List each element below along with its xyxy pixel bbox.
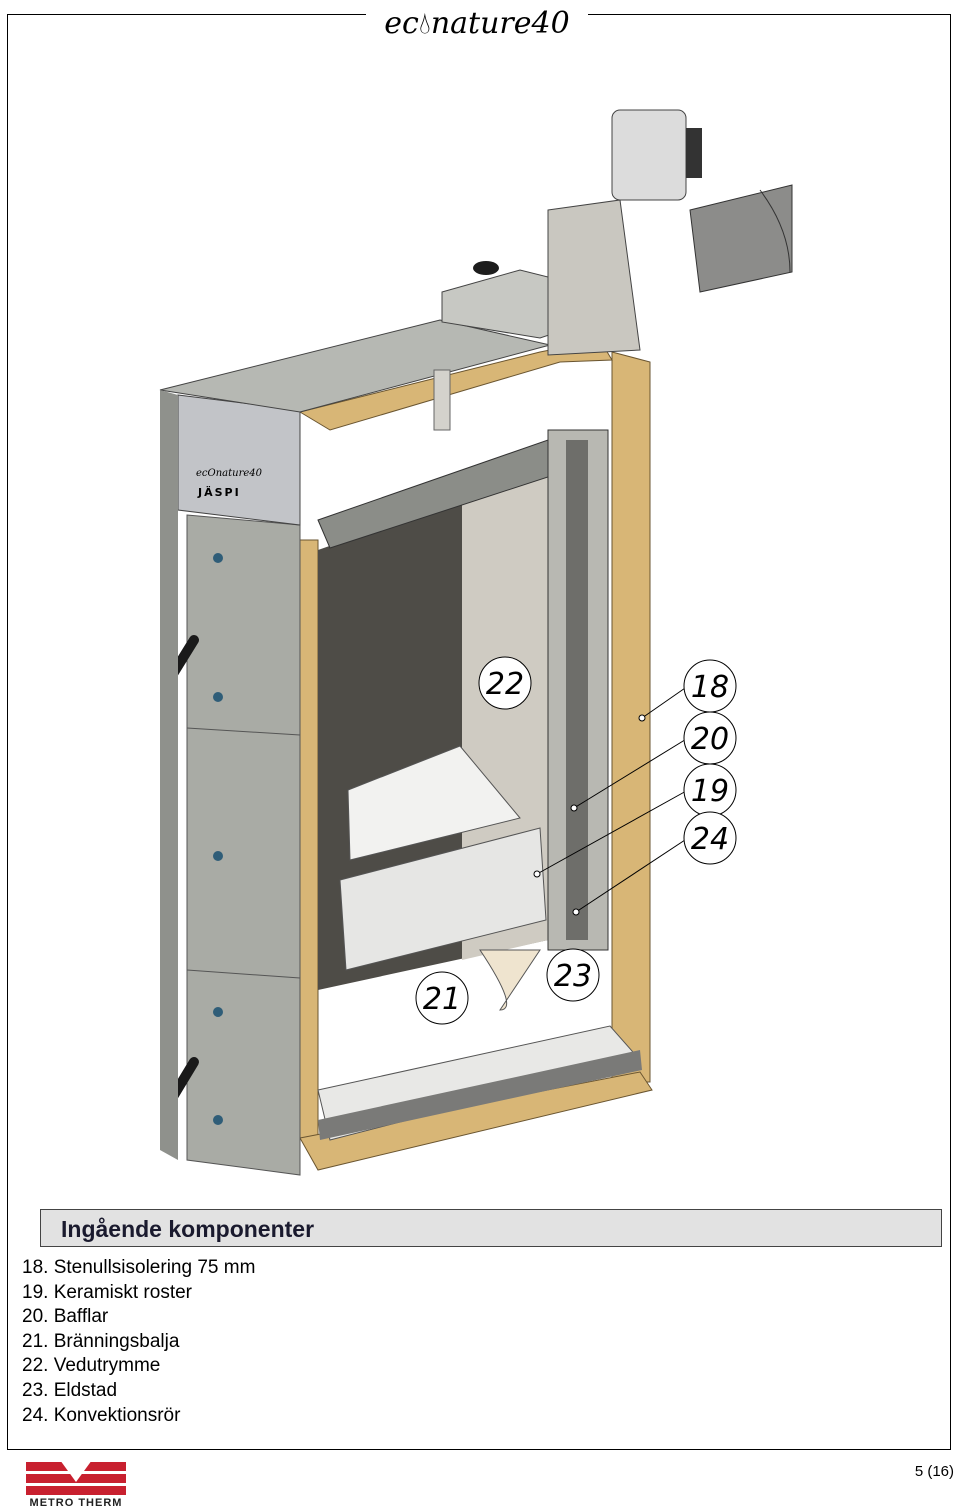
callout-23: 23	[554, 959, 592, 994]
boiler-cutaway-illustration: ecOnature40 JÄSPI 22 18 20 19 24 21 23	[159, 109, 793, 1176]
callout-24: 24	[691, 822, 729, 857]
callout-21: 21	[423, 982, 461, 1017]
list-item: 19. Keramiskt roster	[22, 1281, 192, 1303]
callout-group: 22 18 20 19 24 21 23	[415, 656, 737, 1025]
list-item: 21. Bränningsbalja	[22, 1330, 180, 1352]
panel-brand-label: ecOnature40	[196, 468, 263, 479]
callout-18: 18	[691, 670, 729, 705]
flame-icon: 💧︎	[418, 6, 431, 41]
logo-text: METRO THERM	[29, 1497, 123, 1509]
list-item: 23. Eldstad	[22, 1379, 118, 1401]
metro-therm-emblem-icon	[26, 1460, 126, 1495]
list-item: 18. Stenullsisolering 75 mm	[22, 1257, 256, 1278]
parts-header: Ingående komponenter	[40, 1209, 942, 1247]
brand-logo: ec💧︎nature40	[366, 4, 588, 44]
metro-therm-logo: METRO THERM	[26, 1460, 126, 1510]
list-item: 24. Konvektionsrör	[22, 1404, 181, 1426]
callout-19: 19	[691, 774, 729, 809]
list-item: 20. Bafflar	[22, 1306, 109, 1328]
panel-maker-label: JÄSPI	[197, 485, 241, 499]
parts-list: 18. Stenullsisolering 75 mm 19. Keramisk…	[22, 1256, 255, 1428]
callout-22: 22	[486, 667, 524, 702]
page-number: 5 (16)	[914, 1463, 954, 1480]
callout-20: 20	[691, 722, 729, 757]
parts-title: Ingående komponenter	[61, 1216, 315, 1242]
list-item: 22. Vedutrymme	[22, 1355, 161, 1377]
